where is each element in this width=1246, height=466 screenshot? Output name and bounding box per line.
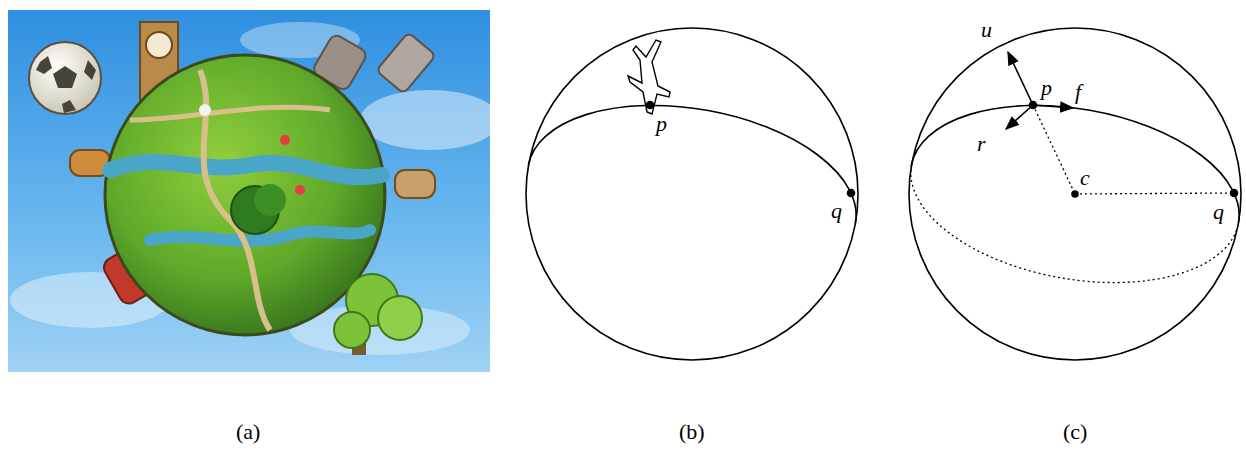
- vector-label: r⃗: [977, 133, 1003, 155]
- planet-illustration: [8, 10, 500, 372]
- point-label: p: [656, 113, 667, 135]
- vector-label: f⃗: [1075, 81, 1098, 103]
- sphere-c: [909, 28, 1241, 360]
- panel-label: (c): [1063, 421, 1087, 443]
- point-label: p: [1041, 77, 1052, 99]
- panel-label: (a): [236, 421, 260, 443]
- up-vector: [1008, 52, 1033, 105]
- sphere-b: [526, 28, 858, 360]
- panel-label: (b): [679, 421, 705, 443]
- vector-label: u⃗: [981, 19, 1009, 41]
- right-vector: [1006, 105, 1033, 129]
- point-label: q: [831, 200, 842, 222]
- forward-vector: [1033, 105, 1073, 108]
- airplane-icon: [628, 40, 670, 114]
- point-label: q: [1213, 201, 1224, 223]
- point-label: c: [1080, 167, 1090, 189]
